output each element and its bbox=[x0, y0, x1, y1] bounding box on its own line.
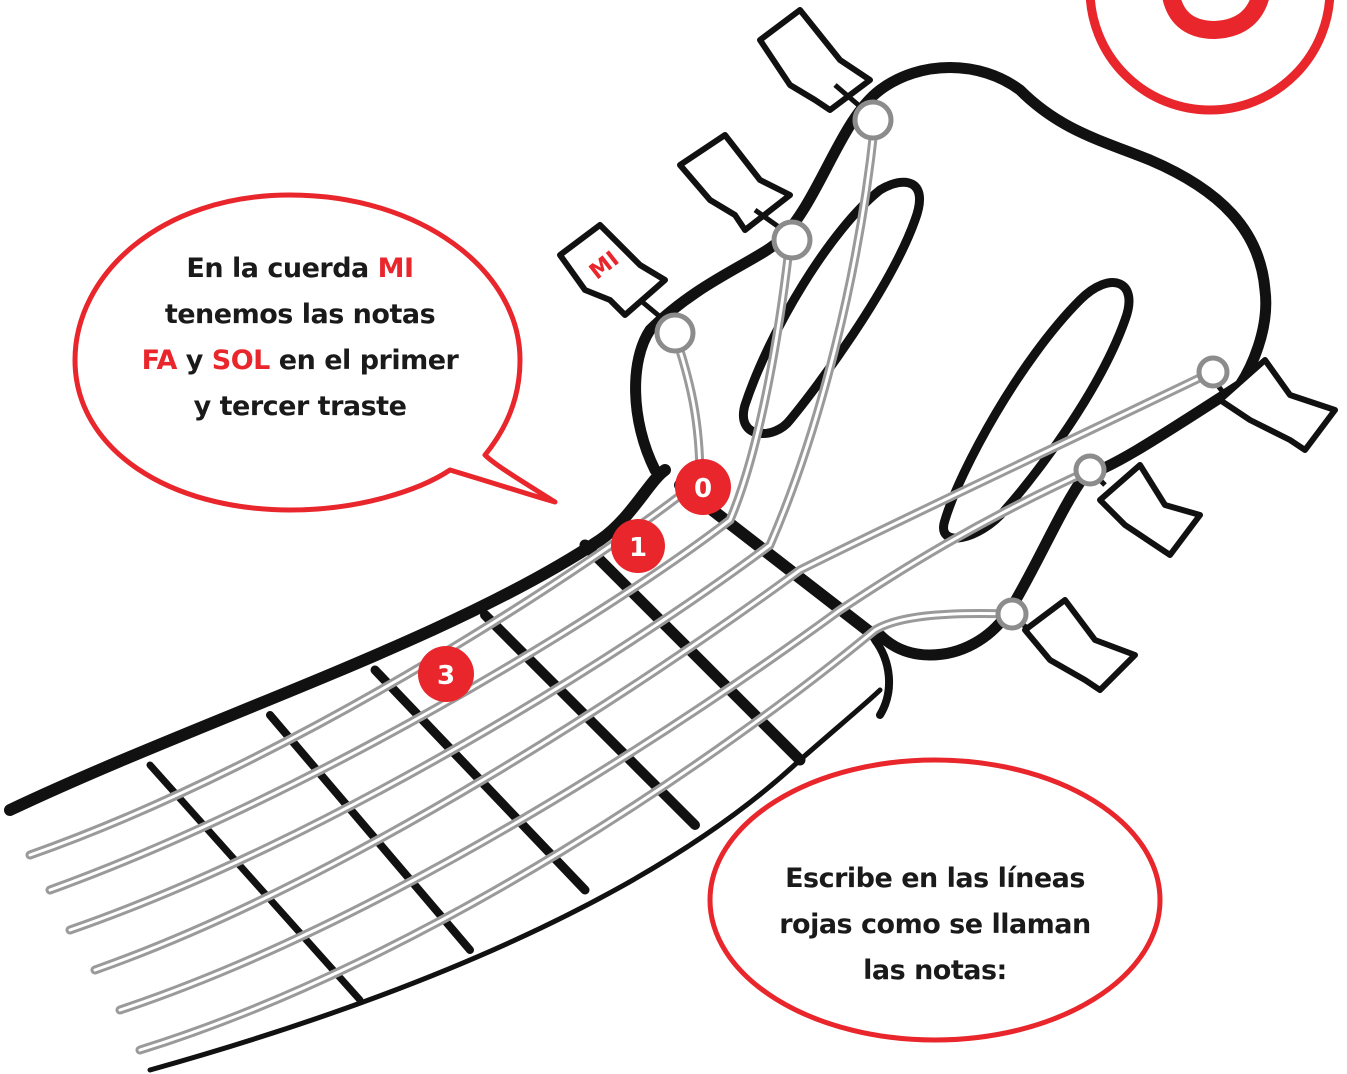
speech-bubble-left-text: En la cuerda MI tenemos las notas FA y S… bbox=[95, 246, 505, 430]
fret-marker-1: 1 bbox=[611, 519, 665, 573]
svg-text:0: 0 bbox=[694, 474, 712, 504]
guitar-tuning-peg-icon bbox=[1025, 600, 1135, 690]
speech-bubble-right-text: Escribe en las líneas rojas como se llam… bbox=[730, 856, 1140, 994]
bubble-left-line4: y tercer traste bbox=[95, 384, 505, 430]
bubble-right-line2: rojas como se llaman bbox=[730, 902, 1140, 948]
bubble-right-line3: las notas: bbox=[730, 948, 1140, 994]
svg-text:1: 1 bbox=[629, 533, 647, 563]
guitar-tuning-peg-icon bbox=[1220, 360, 1335, 450]
bubble-left-line3: FA y SOL en el primer bbox=[95, 338, 505, 384]
bubble-right-line1: Escribe en las líneas bbox=[730, 856, 1140, 902]
guitar-tuning-peg-icon bbox=[680, 135, 790, 230]
fret-marker-0: 0 bbox=[675, 459, 731, 515]
bubble-left-line1: En la cuerda MI bbox=[95, 246, 505, 292]
guitar-tuning-peg-icon bbox=[1100, 465, 1200, 555]
bubble-left-line2: tenemos las notas bbox=[95, 292, 505, 338]
corner-badge bbox=[1090, 0, 1330, 110]
guitar-tuning-peg-icon bbox=[760, 10, 870, 110]
fret-marker-3: 3 bbox=[418, 646, 474, 702]
svg-text:3: 3 bbox=[437, 661, 455, 691]
